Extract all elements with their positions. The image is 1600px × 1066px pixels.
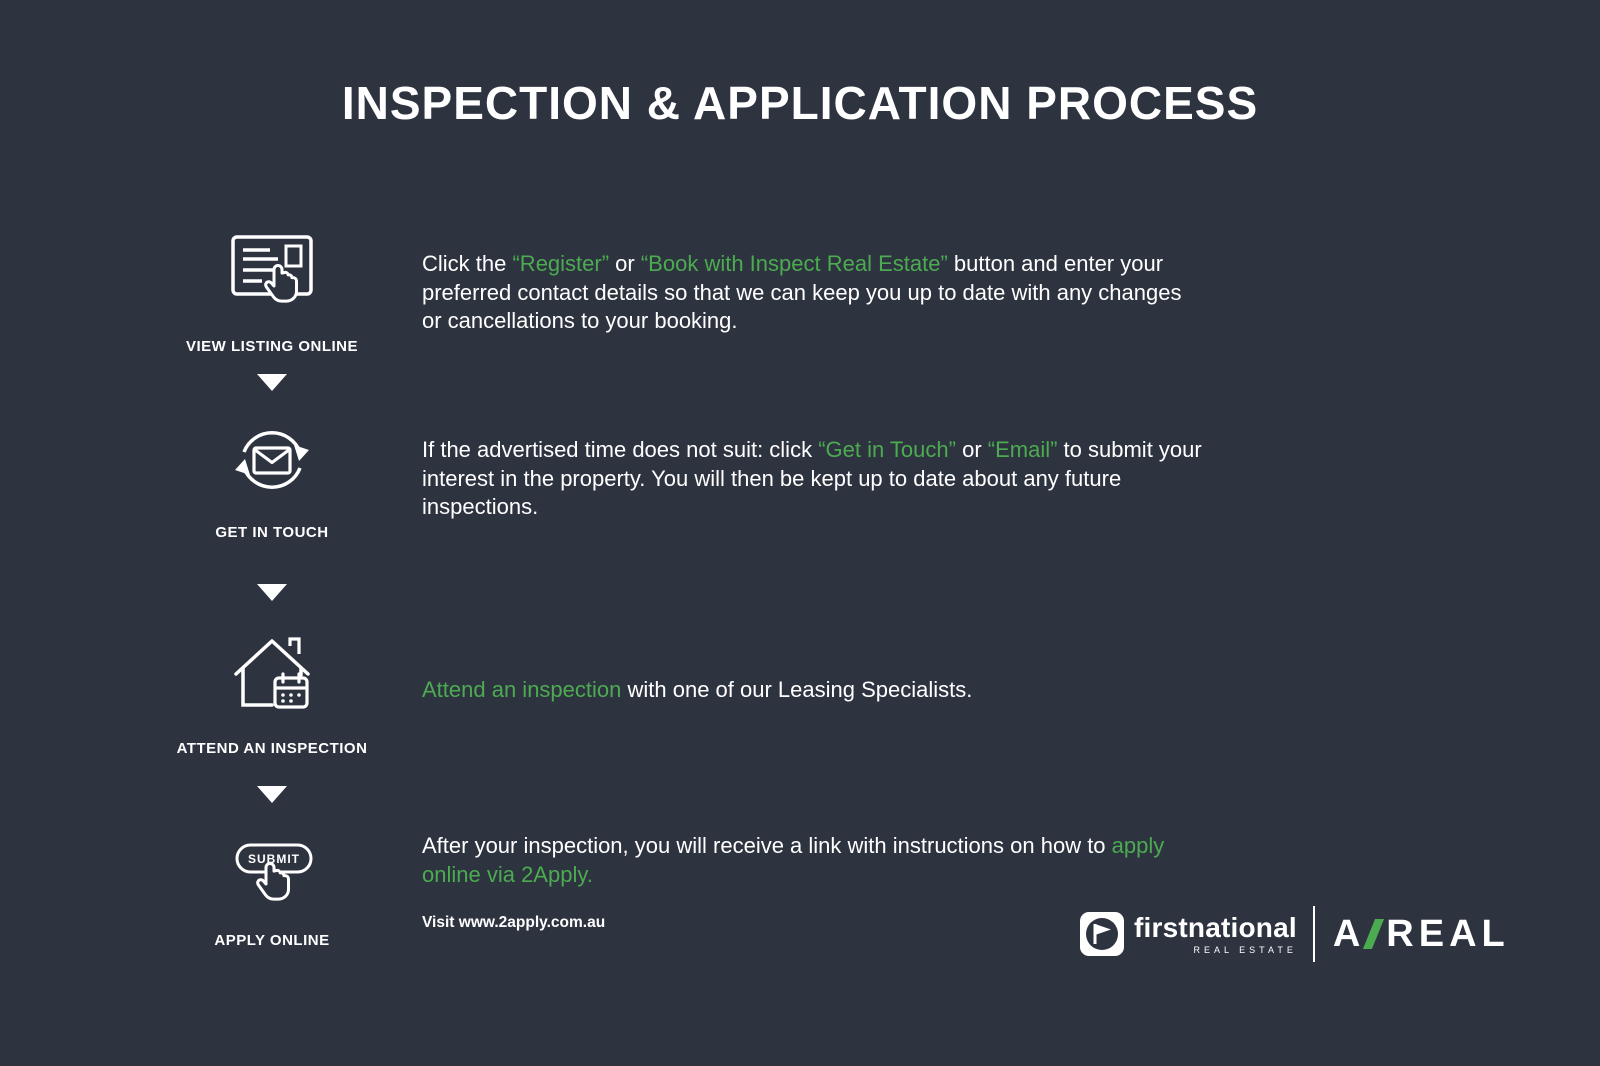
submit-button-cursor-icon: SUBMIT bbox=[235, 843, 313, 901]
flow-arrow-down-icon bbox=[257, 584, 287, 601]
logo-divider bbox=[1312, 906, 1315, 962]
highlighted-text: apply online via 2Apply. bbox=[422, 833, 1165, 887]
areal-prefix: A bbox=[1332, 912, 1366, 955]
highlighted-text: “Register” bbox=[512, 251, 610, 276]
footer-logos: firstnational REAL ESTATE A REAL bbox=[1080, 903, 1510, 965]
highlighted-text: “Book with Inspect Real Estate” bbox=[640, 251, 948, 276]
step-label-apply-online: APPLY ONLINE bbox=[214, 932, 330, 949]
areal-logo: A REAL bbox=[1333, 913, 1510, 956]
first-national-tagline: REAL ESTATE bbox=[1193, 944, 1297, 955]
body-text: or bbox=[955, 437, 988, 462]
body-text: to submit your interest in the property.… bbox=[422, 437, 1202, 520]
body-text: Click the bbox=[422, 251, 513, 276]
body-text: If the advertised time does not suit: cl… bbox=[422, 437, 819, 462]
step-text-view-listing-online: Click the “Register” or “Book with Inspe… bbox=[422, 250, 1202, 336]
step-text-get-in-touch: If the advertised time does not suit: cl… bbox=[422, 436, 1202, 522]
step-text-attend-an-inspection: Attend an inspection with one of our Lea… bbox=[422, 676, 1202, 705]
flow-arrow-down-icon bbox=[257, 374, 287, 391]
step-label-get-in-touch: GET IN TOUCH bbox=[215, 524, 329, 541]
first-national-logo-icon bbox=[1080, 912, 1124, 956]
body-text: After your inspection, you will receive … bbox=[422, 833, 1112, 858]
highlighted-text: “Get in Touch” bbox=[818, 437, 956, 462]
submit-button-text: SUBMIT bbox=[248, 852, 300, 866]
house-calendar-icon bbox=[234, 637, 310, 709]
first-national-wordmark: firstnational REAL ESTATE bbox=[1134, 911, 1297, 955]
areal-suffix: REAL bbox=[1386, 912, 1510, 955]
step-label-attend-an-inspection: ATTEND AN INSPECTION bbox=[176, 740, 368, 757]
areal-slash-icon bbox=[1363, 919, 1385, 949]
first-national-name: firstnational bbox=[1134, 911, 1297, 943]
step-label-view-listing-online: VIEW LISTING ONLINE bbox=[185, 338, 358, 355]
highlighted-text: Attend an inspection bbox=[422, 677, 622, 702]
highlighted-text: “Email” bbox=[987, 437, 1058, 462]
visit-url-text: Visit www.2apply.com.au bbox=[422, 914, 606, 931]
body-text: with one of our Leasing Specialists. bbox=[621, 677, 973, 702]
step-text-apply-online: After your inspection, you will receive … bbox=[422, 832, 1202, 889]
email-sync-icon bbox=[235, 431, 309, 489]
listing-page-cursor-icon bbox=[231, 235, 313, 303]
body-text: or bbox=[609, 251, 641, 276]
page-title: INSPECTION & APPLICATION PROCESS bbox=[341, 77, 1259, 129]
flow-arrow-down-icon bbox=[257, 786, 287, 803]
body-text: button and enter your preferred contact … bbox=[422, 251, 1182, 334]
